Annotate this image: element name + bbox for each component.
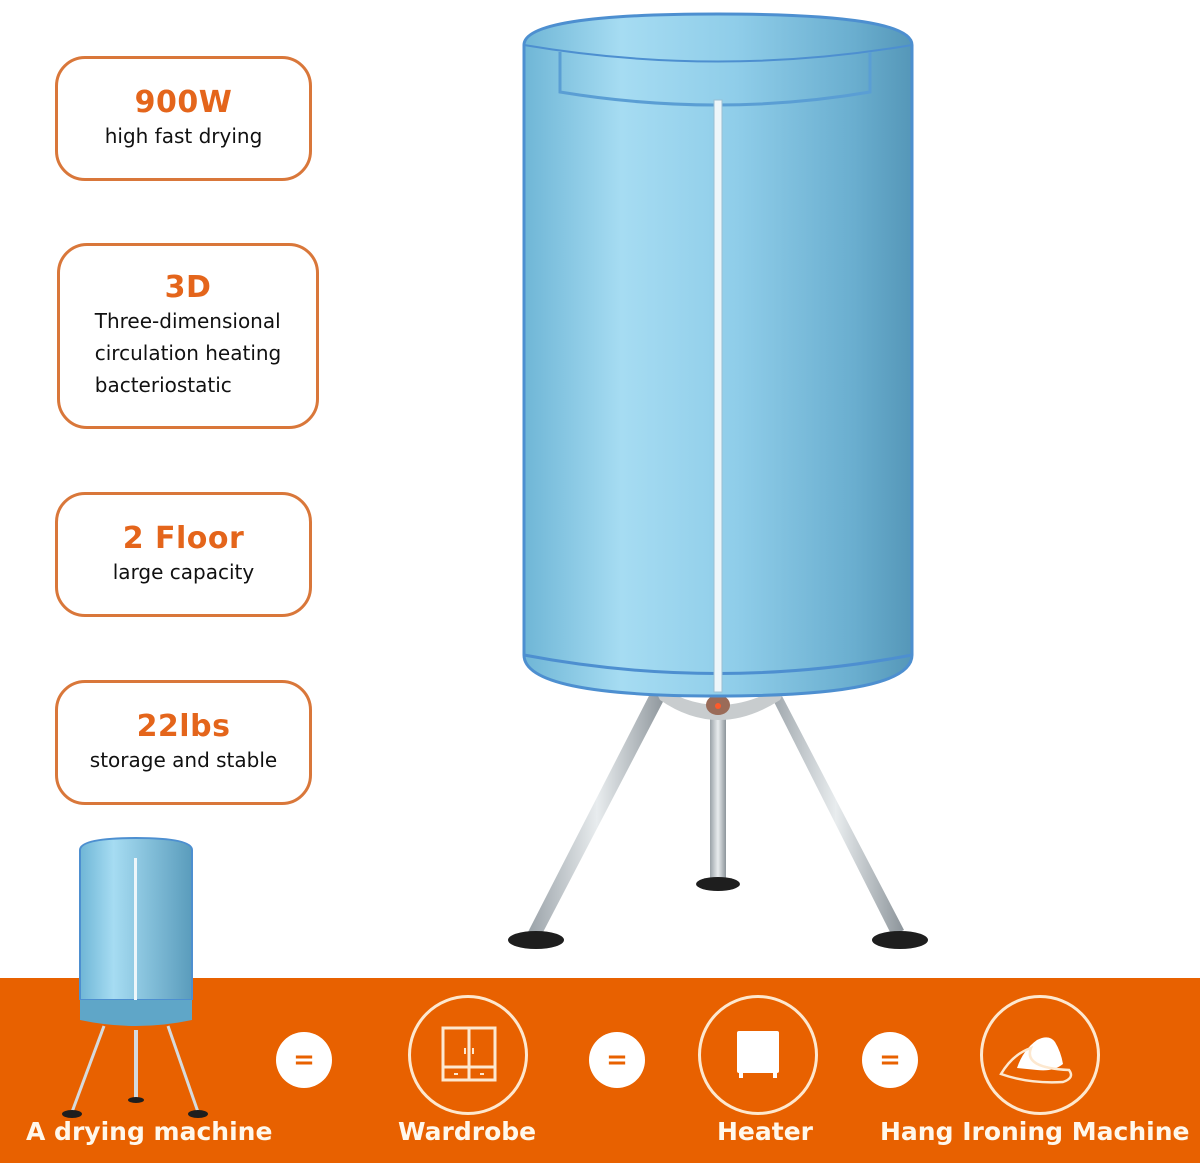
- feature-card-3d: 3D Three-dimensional circulation heating…: [57, 243, 319, 429]
- equals-sign-icon: =: [589, 1032, 645, 1088]
- feature-description: Three-dimensional circulation heating ba…: [94, 309, 282, 397]
- dryer-thumbnail-legs-icon: [62, 1000, 208, 1118]
- equals-sign-icon: =: [862, 1032, 918, 1088]
- label-heater: Heater: [717, 1117, 813, 1146]
- feature-card-weight: 22lbs storage and stable: [55, 680, 312, 805]
- equals-sign-icon: =: [276, 1032, 332, 1088]
- label-drying-machine: A drying machine: [26, 1117, 273, 1146]
- feature-title: 3D: [164, 270, 212, 305]
- feature-title: 22lbs: [136, 708, 231, 744]
- steam-iron-icon: [980, 995, 1100, 1115]
- feature-description: large capacity: [112, 559, 255, 584]
- wardrobe-icon: [408, 995, 528, 1115]
- feature-description: high fast drying: [104, 123, 263, 148]
- heater-icon: [698, 995, 818, 1115]
- feature-card-power: 900W high fast drying: [55, 56, 312, 181]
- label-hang-ironing-machine: Hang Ironing Machine: [880, 1117, 1190, 1146]
- feature-title: 2 Floor: [122, 520, 245, 556]
- product-image-clothes-dryer: [500, 0, 940, 960]
- dryer-thumbnail-icon: [79, 836, 193, 1000]
- feature-description: storage and stable: [89, 747, 278, 772]
- dryer-illustration-icon: [508, 12, 928, 949]
- feature-title: 900W: [134, 84, 233, 120]
- feature-card-capacity: 2 Floor large capacity: [55, 492, 312, 617]
- label-wardrobe: Wardrobe: [398, 1117, 537, 1146]
